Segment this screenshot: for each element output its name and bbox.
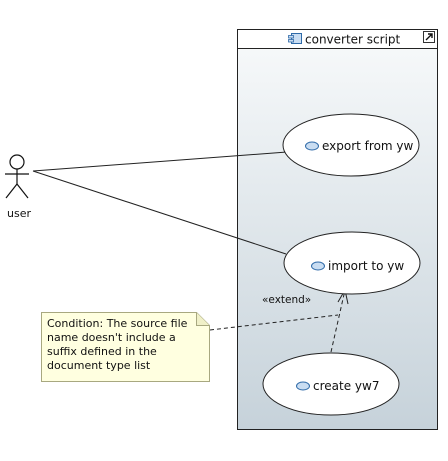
note-fold-corner	[196, 312, 210, 326]
note-condition[interactable]	[41, 312, 210, 382]
use-case-create-yw7[interactable]: create yw7	[262, 352, 400, 416]
note-text: Condition: The source file name doesn't …	[47, 317, 207, 373]
use-case-export-from-yw[interactable]: export from yw	[282, 113, 420, 177]
use-case-icon	[305, 141, 319, 151]
actor-user[interactable]: user	[5, 154, 31, 220]
use-case-icon	[296, 381, 310, 391]
use-case-label: create yw7	[313, 379, 379, 393]
note-line: suffix defined in the	[47, 345, 157, 358]
use-case-label: export from yw	[322, 139, 414, 153]
note-line: Condition: The source file	[47, 317, 188, 330]
note-connector	[209, 314, 339, 331]
extend-label: «extend»	[262, 294, 311, 306]
component-icon	[288, 33, 302, 44]
actor-label: user	[7, 207, 31, 220]
note-line: document type list	[47, 359, 151, 372]
expand-arrow-icon[interactable]	[423, 31, 435, 43]
use-case-import-to-yw[interactable]: import to yw	[283, 231, 421, 295]
component-header	[238, 30, 437, 48]
association-export	[32, 151, 288, 172]
use-case-icon	[311, 261, 325, 271]
association-import	[32, 170, 287, 255]
note-line: name doesn't include a	[47, 331, 176, 344]
component-title: converter script	[305, 33, 401, 47]
use-case-label: import to yw	[328, 259, 404, 273]
stick-figure-icon	[5, 154, 29, 199]
